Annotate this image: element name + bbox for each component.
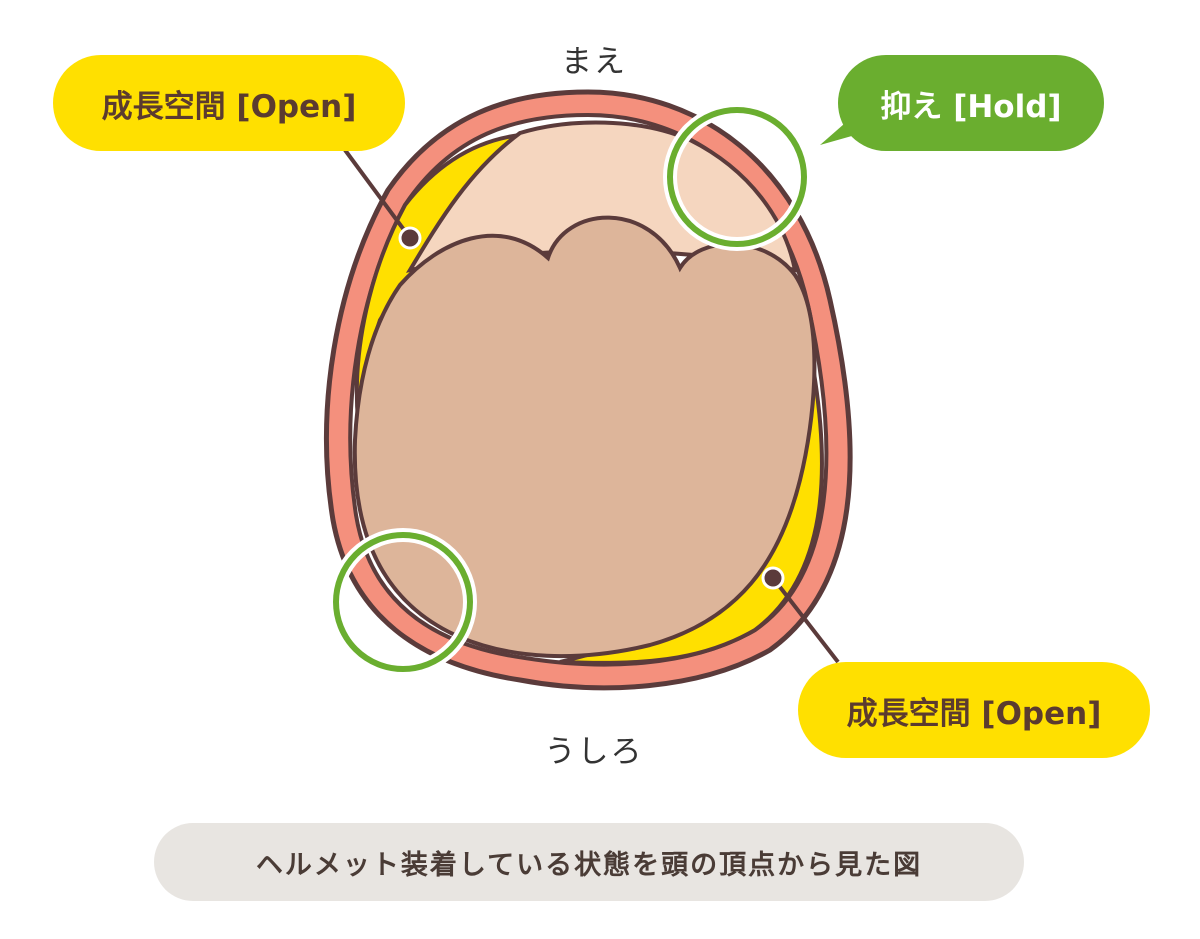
hold-ring-top-right-inner <box>667 107 807 247</box>
leader-line-open-top <box>343 148 412 240</box>
front-label: まえ <box>561 44 627 80</box>
leader-dot-open-bottom <box>761 566 785 590</box>
callout-hold: 抑え [Hold] <box>838 55 1104 151</box>
back-label: うしろ <box>544 734 644 770</box>
leader-dot-open-top <box>398 226 422 250</box>
leader-line-open-bottom <box>771 576 840 664</box>
head-shape <box>352 215 817 659</box>
callout-open-top: 成長空間 [Open] <box>53 55 405 151</box>
callout-open-bottom: 成長空間 [Open] <box>798 662 1150 758</box>
hold-ring-bottom-left-inner <box>333 532 473 672</box>
diagram-caption: ヘルメット装着している状態を頭の頂点から見た図 <box>154 823 1024 901</box>
